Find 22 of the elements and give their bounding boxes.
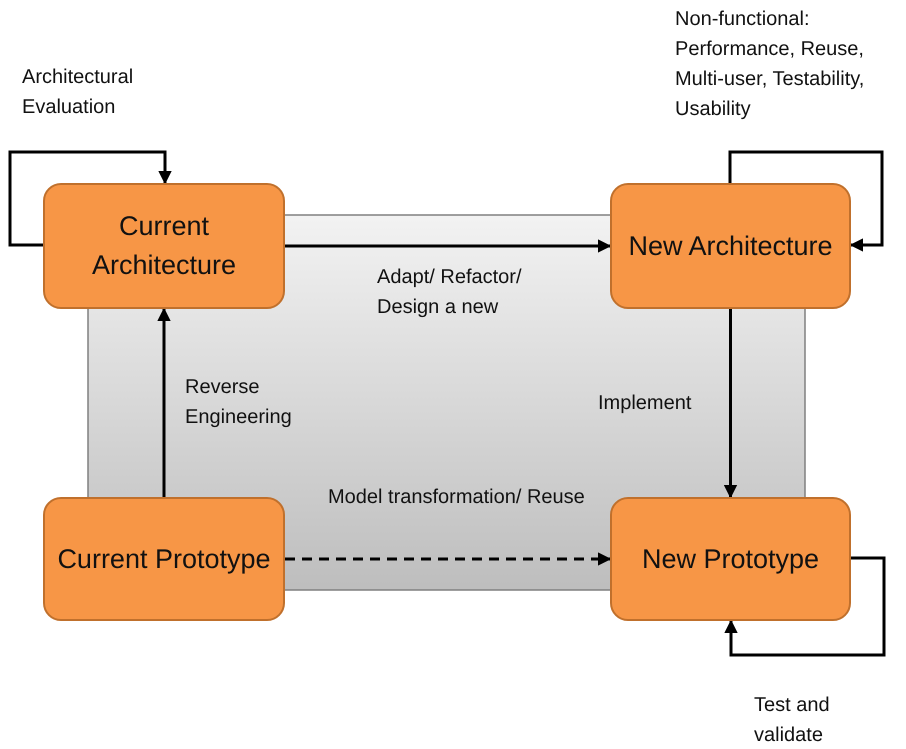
arrow: [724, 309, 738, 498]
process-box: [43, 497, 285, 621]
edge-label: Reverse Engineering: [185, 375, 293, 430]
dashed-arrow: [285, 552, 612, 566]
edge-label: Adapt/ Refactor/ Design a new: [377, 265, 523, 320]
arrow: [285, 239, 612, 253]
box-label: New Prototype: [642, 542, 820, 576]
box-label: New Architecture: [628, 230, 833, 262]
edge-label: Architectural Evaluation: [22, 65, 134, 120]
process-box: [43, 183, 285, 309]
edge-label: Test and validate: [754, 693, 831, 748]
arrow: [728, 150, 884, 252]
box-label: Current Architecture: [90, 210, 238, 282]
process-box: [610, 497, 851, 621]
edge-label: Model transformation/ Reuse: [328, 485, 586, 510]
arrow: [724, 556, 886, 656]
edge-label: Non-functional: Performance, Reuse, Multi-user, Testability, Usability: [675, 7, 866, 122]
arrow: [8, 150, 172, 246]
edge-label: Implement: [598, 391, 692, 416]
process-box: [610, 183, 851, 309]
box-label: Current Prototype: [57, 542, 271, 576]
arrow: [157, 308, 171, 497]
